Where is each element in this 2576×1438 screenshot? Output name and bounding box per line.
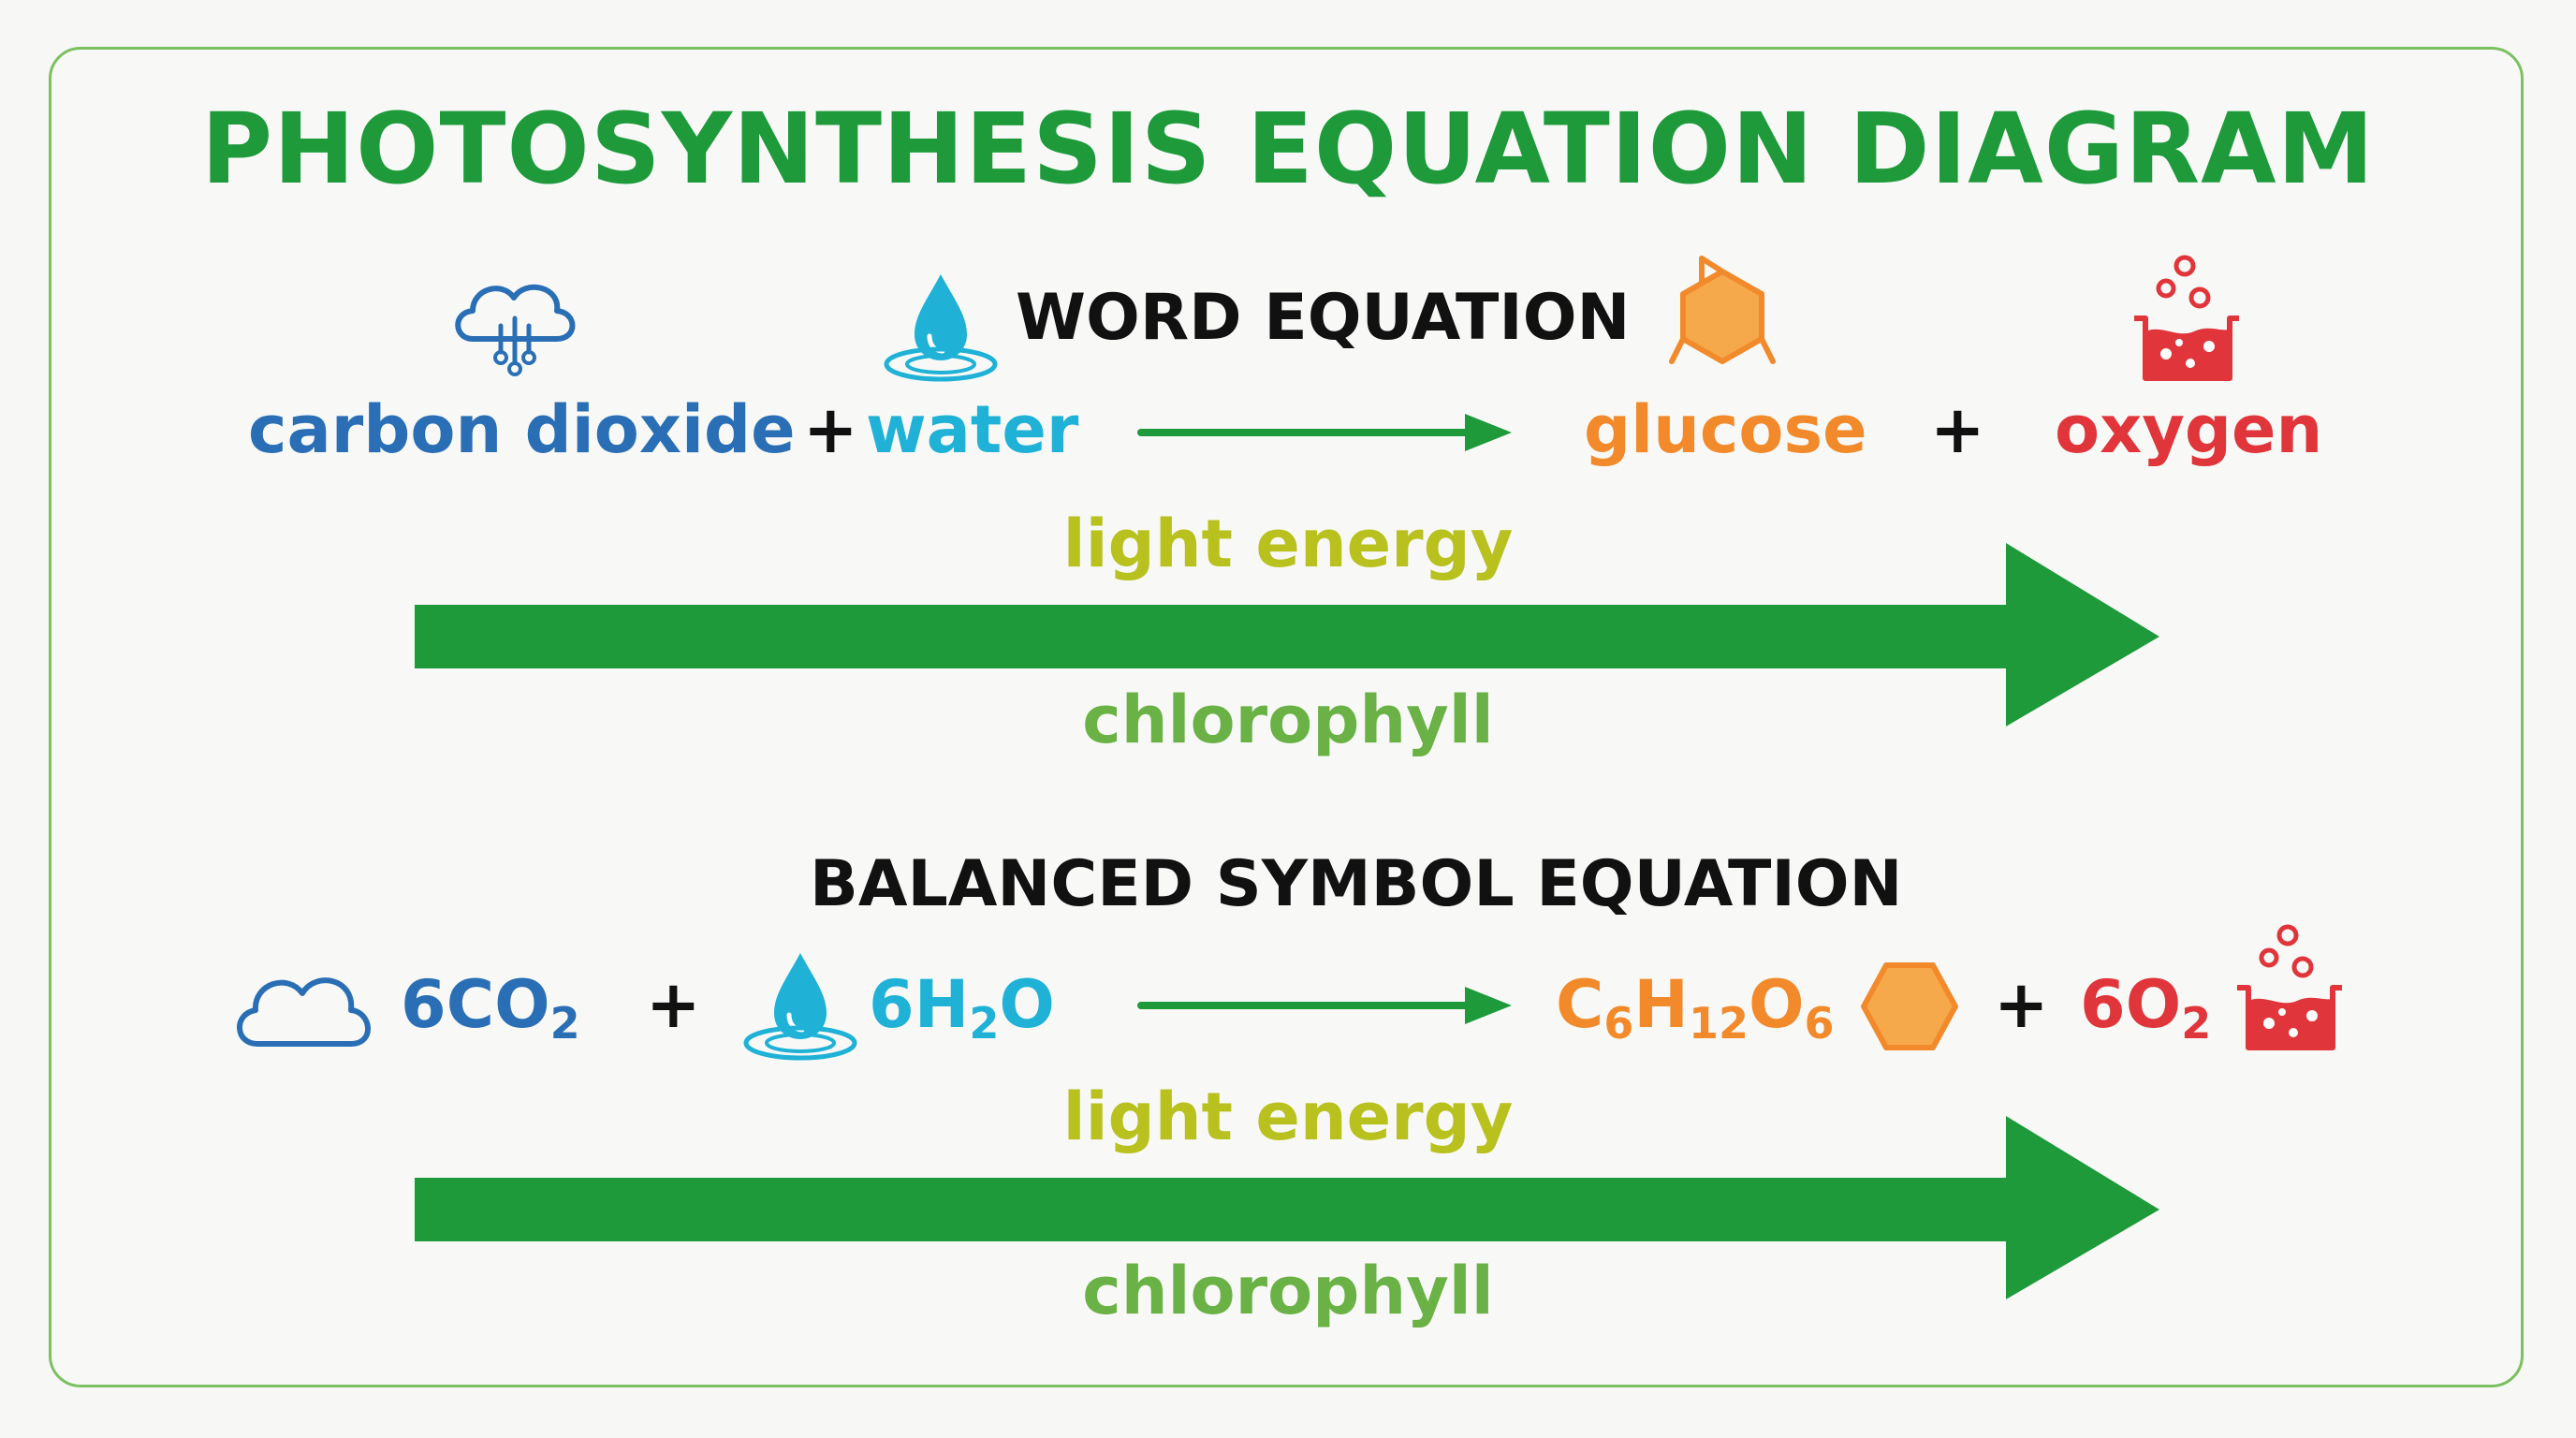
word-plus-reactants: +: [803, 391, 858, 468]
bubbling-beaker-icon: [2125, 253, 2247, 393]
hexagon-icon: [1858, 960, 1961, 1053]
word-equation-heading: WORD EQUATION: [1016, 281, 1631, 355]
water-drop-icon: [875, 267, 1006, 389]
water-drop-icon: [735, 946, 866, 1067]
cloud-icon: [229, 960, 379, 1053]
word-oxygen: oxygen: [2055, 391, 2323, 468]
word-main-arrow: [415, 543, 2165, 730]
symbol-6o2: 6O2: [2080, 966, 2212, 1049]
symbol-main-arrow: [415, 1116, 2165, 1303]
symbol-plus-products: +: [1994, 966, 2049, 1043]
word-carbon-dioxide: carbon dioxide: [248, 391, 796, 468]
word-plus-products: +: [1930, 391, 1985, 468]
word-light-energy-label: light energy: [1062, 506, 1514, 582]
diagram-frame: [49, 47, 2524, 1387]
hexagon-molecule-icon: [1666, 253, 1778, 374]
symbol-light-energy-label: light energy: [1062, 1078, 1514, 1155]
cloud-circuit-icon: [445, 271, 585, 384]
symbol-6h2o: 6H2O: [869, 966, 1055, 1049]
bubbling-beaker-icon: [2228, 922, 2349, 1063]
symbol-chlorophyll-label: chlorophyll: [1082, 1253, 1494, 1329]
symbol-6co2: 6CO2: [401, 966, 580, 1049]
symbol-plus-reactants: +: [646, 966, 701, 1043]
word-glucose: glucose: [1584, 391, 1867, 468]
symbol-equation-heading: BALANCED SYMBOL EQUATION: [810, 847, 1903, 921]
diagram-title: PHOTOSYNTHESIS EQUATION DIAGRAM: [200, 92, 2376, 206]
word-water: water: [866, 391, 1079, 468]
word-short-arrow: [1137, 412, 1516, 468]
word-chlorophyll-label: chlorophyll: [1082, 682, 1494, 758]
symbol-c6h12o6: C6H12O6: [1556, 966, 1835, 1049]
symbol-short-arrow: [1137, 985, 1516, 1041]
